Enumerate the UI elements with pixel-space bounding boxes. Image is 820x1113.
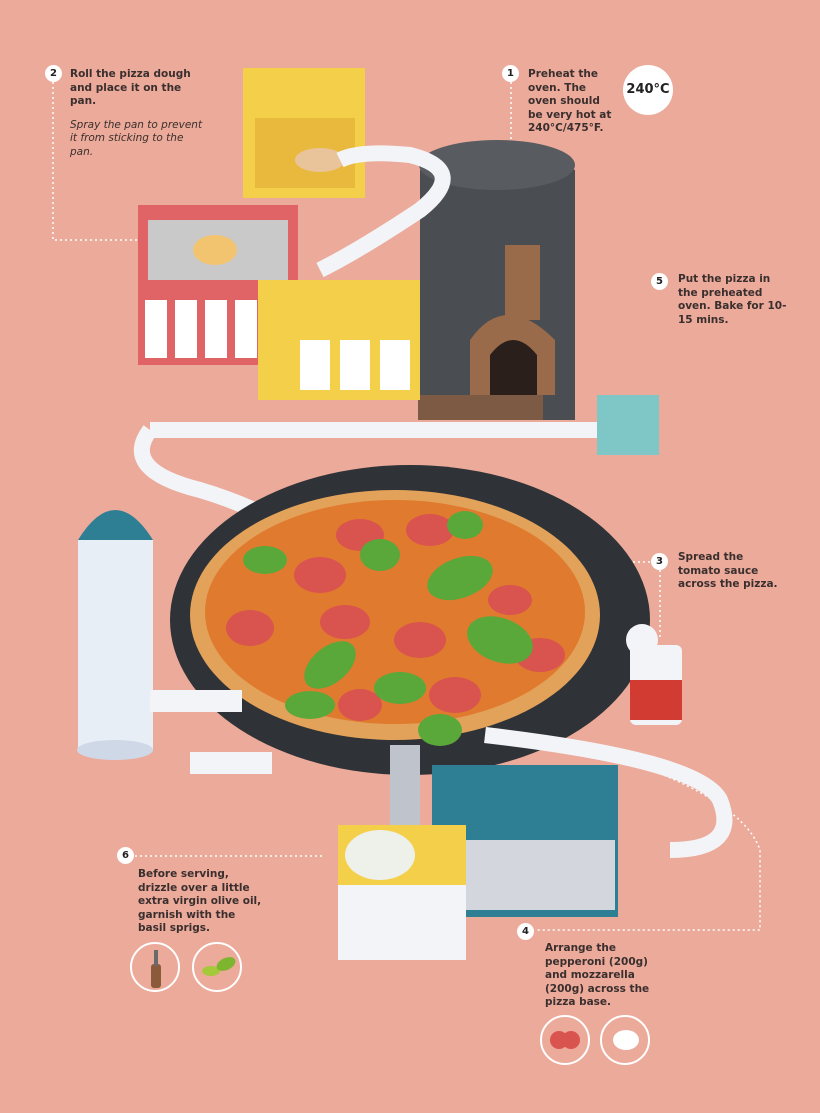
step-6-description: Before serving, drizzle over a little ex… (138, 868, 262, 934)
pepperoni-icon (540, 1015, 590, 1065)
step-3-number: 3 (651, 553, 668, 570)
teal-kiosk (597, 395, 659, 455)
step-2-number: 2 (45, 65, 62, 82)
step-5-text: Put the pizza in the preheated oven. Bak… (678, 273, 788, 327)
basil-leaf-icon (192, 942, 242, 992)
step-1-number: 1 (502, 65, 519, 82)
leader-step-2 (52, 82, 140, 241)
step-3-text: Spread the tomato sauce across the pizza… (678, 551, 778, 592)
step-6-number: 6 (117, 847, 134, 864)
step-2-text: Roll the pizza dough and place it on the… (70, 68, 205, 159)
tomato-sauce-can (626, 624, 682, 725)
step-4-text: Arrange the pepperoni (200g) and mozzare… (545, 942, 650, 1010)
basil-leaves (243, 511, 533, 746)
temperature-badge: 240°C (623, 65, 673, 115)
step-5-description: Put the pizza in the preheated oven. Bak… (678, 273, 787, 326)
step-5-number: 5 (651, 273, 668, 290)
pizza-sauce-cheese (205, 500, 585, 724)
step-3-description: Spread the tomato sauce across the pizza… (678, 551, 778, 590)
step-2-description: Roll the pizza dough and place it on the… (70, 68, 191, 107)
step-1-description: Preheat the oven. The oven should be ver… (528, 68, 612, 134)
tower (77, 510, 153, 760)
step-6-text: Before serving, drizzle over a little ex… (138, 868, 263, 936)
step-1-text: Preheat the oven. The oven should be ver… (528, 68, 618, 136)
conveyor-slide (316, 145, 451, 278)
step-4-number: 4 (517, 923, 534, 940)
oven (418, 140, 575, 420)
step-2-note: Spray the pan to prevent it from stickin… (70, 118, 203, 158)
olive-oil-bottle-icon (130, 942, 180, 992)
mozzarella-icon (600, 1015, 650, 1065)
oil-silo (390, 745, 420, 835)
step-4-description: Arrange the pepperoni (200g) and mozzare… (545, 942, 650, 1008)
